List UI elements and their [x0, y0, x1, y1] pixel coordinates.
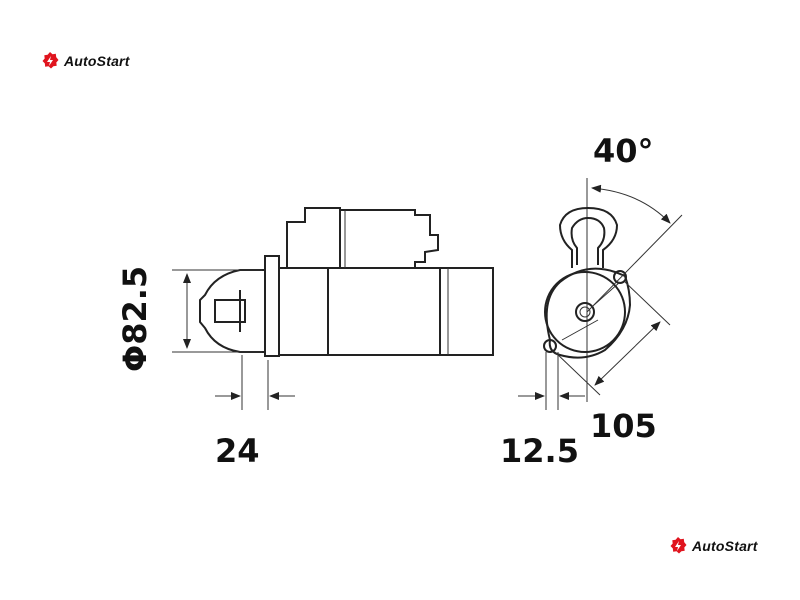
- side-view: [199, 207, 494, 357]
- offset-dimension: 24: [215, 355, 295, 470]
- brand-logo-bottom: AutoStart: [668, 536, 758, 556]
- flange-dimension: 12.5: [500, 352, 585, 470]
- brand-logo-top: AutoStart: [40, 51, 130, 71]
- brand-name: AutoStart: [64, 53, 130, 69]
- brand-name: AutoStart: [692, 538, 758, 554]
- bolt-distance-label: 105: [590, 407, 657, 445]
- logo-gear-icon: [42, 52, 59, 69]
- flange-label: 12.5: [500, 432, 579, 470]
- logo-gear-icon: [670, 537, 687, 554]
- angle-label: 40°: [593, 132, 654, 170]
- end-view: 40° 105: [543, 132, 683, 445]
- diameter-dimension: Φ82.5: [116, 266, 262, 372]
- diameter-label: Φ82.5: [116, 266, 154, 372]
- offset-label: 24: [215, 432, 260, 470]
